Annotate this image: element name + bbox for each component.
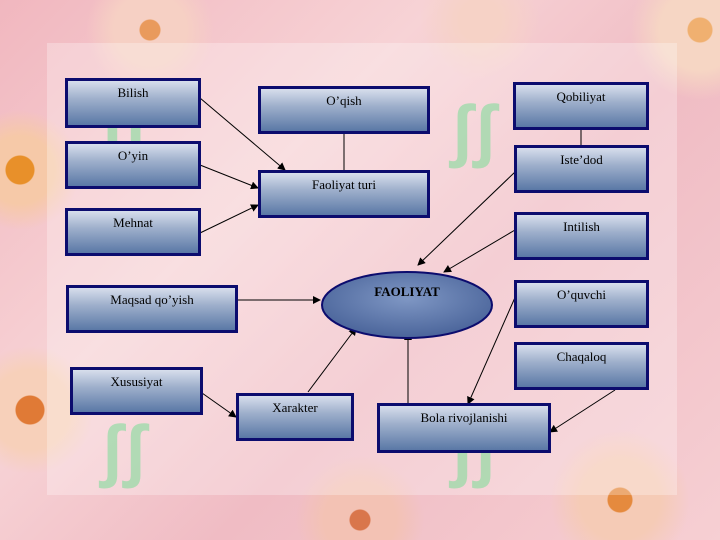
edge-chaqaloq-bola — [549, 389, 616, 433]
node-label: O’yin — [117, 148, 149, 163]
edge-xususiyat-xarakter — [201, 392, 237, 418]
node-label: Xususiyat — [110, 374, 163, 389]
node-maqsad-qoyish: Maqsad qo’yish — [66, 285, 238, 333]
watermark-logo: ʃʃ — [100, 411, 147, 489]
node-intilish: Intilish — [514, 212, 649, 260]
node-label: Bola rivojlanishi — [420, 410, 508, 425]
node-label: Qobiliyat — [556, 89, 606, 104]
node-label: Mehnat — [113, 215, 153, 230]
node-oyin: O’yin — [65, 141, 201, 189]
node-label: O’qish — [326, 93, 362, 108]
edge-oyin-faoliyat-turi — [199, 164, 259, 190]
node-bola-rivojlanishi: Bola rivojlanishi — [377, 403, 551, 453]
edge-mehnat-faoliyat-turi — [199, 204, 259, 234]
edge-intilish-faoliyat — [443, 229, 516, 273]
node-faoliyat-turi: Faoliyat turi — [258, 170, 430, 218]
edge-xarakter-faoliyat — [307, 327, 357, 393]
node-label: Xarakter — [272, 400, 318, 415]
node-faoliyat-ellipse — [321, 271, 493, 339]
node-xususiyat: Xususiyat — [70, 367, 203, 415]
node-label: Bilish — [117, 85, 149, 100]
node-chaqaloq: Chaqaloq — [514, 342, 649, 390]
node-faoliyat-label: FAOLIYAT — [374, 284, 440, 299]
node-istedod: Iste’dod — [514, 145, 649, 193]
watermark-logo: ʃʃ — [450, 91, 497, 169]
node-xarakter: Xarakter — [236, 393, 354, 441]
edge-oquvchi-bola — [467, 292, 518, 405]
node-qobiliyat: Qobiliyat — [513, 82, 649, 130]
node-mehnat: Mehnat — [65, 208, 201, 256]
edge-bilish-faoliyat-turi — [199, 97, 286, 171]
node-label: Intilish — [563, 219, 600, 234]
node-label: Maqsad qo’yish — [110, 292, 194, 307]
node-label: Iste’dod — [560, 152, 603, 167]
node-label: Chaqaloq — [556, 349, 607, 364]
edge-istedod-faoliyat — [417, 171, 516, 266]
node-oquvchi: O’quvchi — [514, 280, 649, 328]
node-label: Faoliyat turi — [312, 177, 376, 192]
node-bilish: Bilish — [65, 78, 201, 128]
node-label: O’quvchi — [556, 287, 607, 302]
node-oqish: O’qish — [258, 86, 430, 134]
